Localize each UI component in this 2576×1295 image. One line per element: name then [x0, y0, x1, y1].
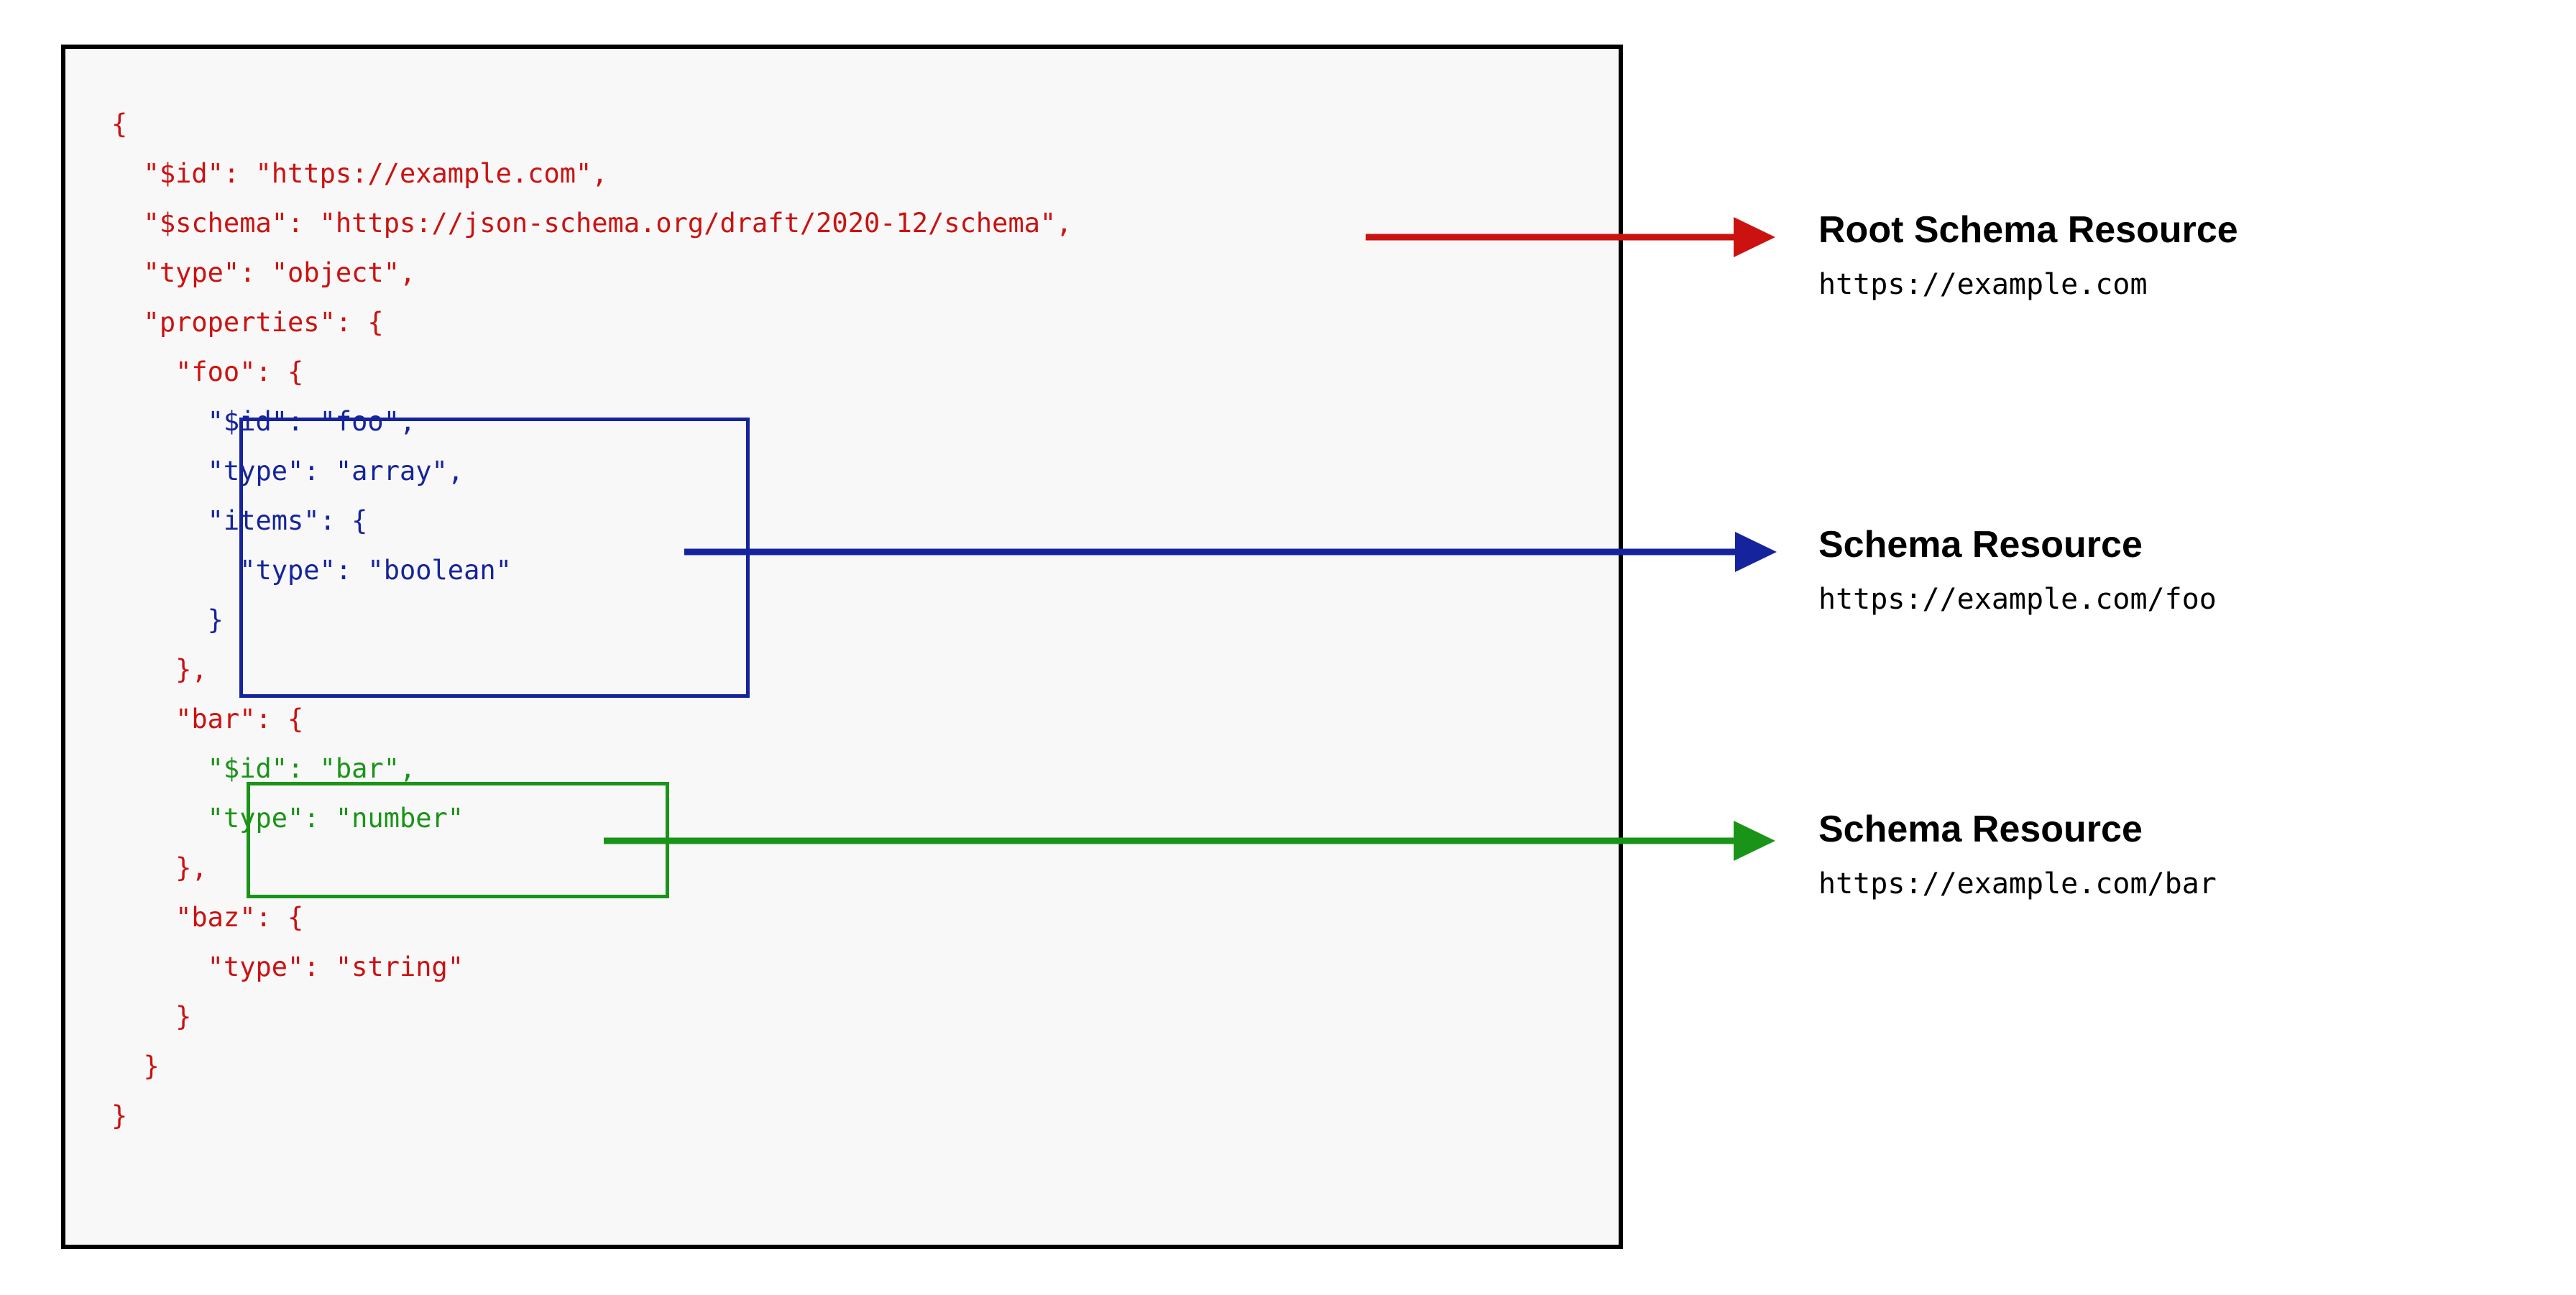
annotation-bar-schema-resource: Schema Resource https://example.com/bar — [1818, 808, 2217, 901]
annotation-url: https://example.com/foo — [1818, 583, 2217, 617]
code-line-15: "type": "number" — [111, 803, 464, 834]
code-line-18: "type": "string" — [111, 951, 464, 982]
arrow-shaft — [1366, 234, 1734, 241]
annotation-url: https://example.com/bar — [1818, 867, 2217, 901]
arrow-shaft — [604, 837, 1734, 844]
code-line-6: "foo": { — [111, 356, 304, 387]
code-line-19: } — [111, 1001, 192, 1032]
code-line-12: }, — [111, 654, 208, 685]
arrow-head-icon — [1734, 821, 1775, 861]
code-line-13: "bar": { — [111, 704, 304, 734]
code-listing: { "$id": "https://example.com", "$schema… — [111, 99, 1072, 1140]
code-line-11: } — [111, 604, 224, 635]
annotation-title: Schema Resource — [1818, 808, 2143, 850]
code-line-5: "properties": { — [111, 307, 384, 338]
annotation-title: Root Schema Resource — [1818, 209, 2238, 251]
foo-subschema-highlight-box — [239, 418, 750, 698]
code-line-8: "type": "array", — [111, 456, 464, 487]
code-line-14: "$id": "bar", — [111, 753, 416, 784]
code-line-10: "type": "boolean" — [111, 555, 512, 586]
code-line-16: }, — [111, 852, 208, 883]
code-line-7: "$id": "foo", — [111, 406, 416, 437]
code-line-21: } — [111, 1100, 128, 1131]
arrow-head-icon — [1735, 532, 1777, 572]
annotation-root-schema-resource: Root Schema Resource https://example.com — [1818, 209, 2238, 302]
annotation-foo-schema-resource: Schema Resource https://example.com/foo — [1818, 524, 2217, 617]
code-line-20: } — [111, 1051, 160, 1082]
annotation-title: Schema Resource — [1818, 524, 2143, 566]
code-line-9: "items": { — [111, 505, 368, 536]
arrow-shaft — [684, 548, 1735, 556]
code-line-17: "baz": { — [111, 902, 304, 933]
code-line-4: "type": "object", — [111, 257, 416, 288]
code-line-3: "$schema": "https://json-schema.org/draf… — [111, 208, 1072, 239]
json-schema-code-panel: { "$id": "https://example.com", "$schema… — [61, 45, 1623, 1249]
code-line-1: { — [111, 109, 128, 139]
code-line-2: "$id": "https://example.com", — [111, 158, 608, 189]
arrow-head-icon — [1734, 217, 1775, 257]
annotation-url: https://example.com — [1818, 268, 2148, 302]
